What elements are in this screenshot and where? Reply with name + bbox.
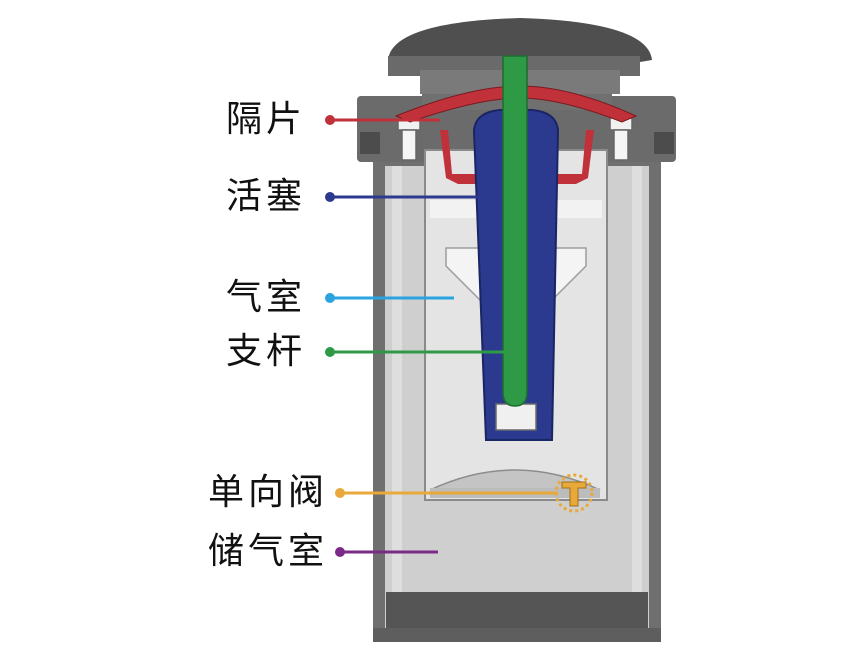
label-air-chamber: 气室: [226, 277, 307, 318]
label-piston: 活塞: [226, 176, 307, 217]
leader-dot-air-chamber: [325, 293, 335, 303]
leader-dot-strut-rod: [325, 347, 335, 357]
label-strut-rod: 支杆: [226, 331, 307, 372]
label-diaphragm: 隔片: [226, 99, 307, 140]
diaphragm-shape: [394, 85, 638, 123]
diaphragm-side-shape: [440, 130, 594, 184]
leader-lines: [325, 115, 558, 557]
strut-rod-shape: [502, 55, 528, 407]
leader-dot-piston: [325, 192, 335, 202]
leader-dot-storage-chamber: [335, 547, 345, 557]
label-check-valve: 单向阀: [208, 472, 329, 513]
leader-dot-diaphragm: [325, 115, 335, 125]
label-storage-chamber: 储气室: [208, 531, 329, 572]
leader-dot-check-valve: [335, 488, 345, 498]
